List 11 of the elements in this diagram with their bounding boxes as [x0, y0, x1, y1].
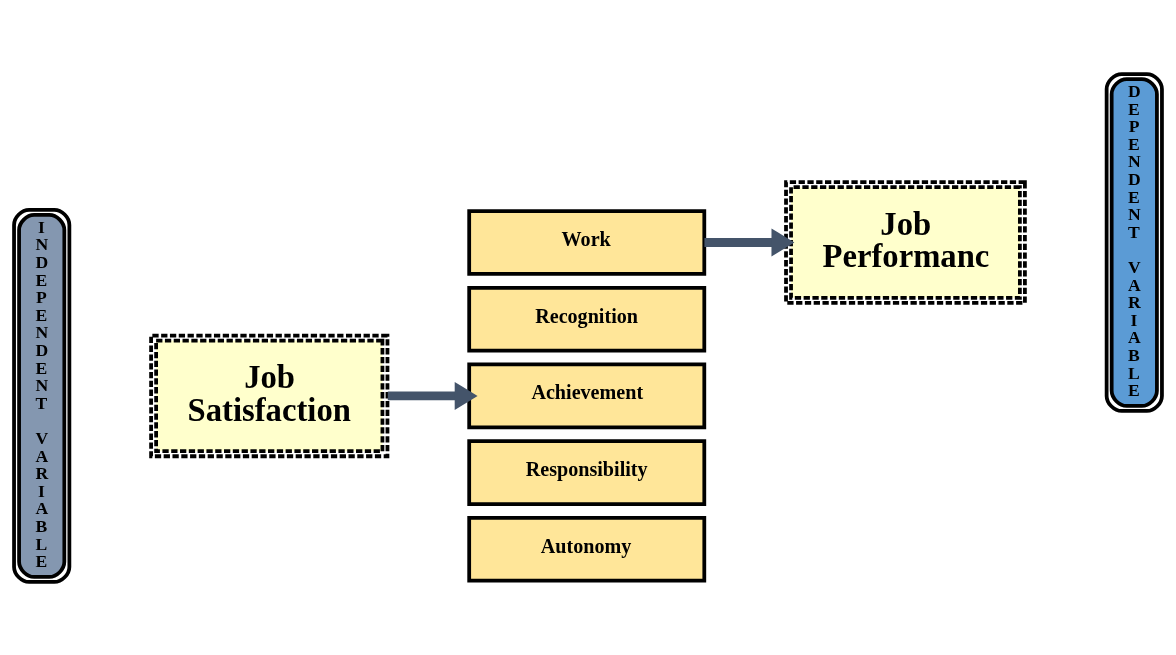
node-box: Autonomy [467, 515, 707, 583]
node-box: Job Satisfaction [149, 333, 390, 458]
node-box: Work [467, 208, 707, 276]
arrow [704, 228, 795, 257]
arrow [387, 381, 478, 410]
node-box: Job Performanc [784, 179, 1027, 305]
node-box: Responsibility [467, 438, 707, 506]
node-box: Achievement [467, 362, 707, 429]
node-box: INDEPENDENT VARIABLE [12, 207, 72, 584]
node-box: DEPENDENT VARIABLE [1104, 71, 1164, 413]
node-box: Recognition [467, 285, 707, 352]
